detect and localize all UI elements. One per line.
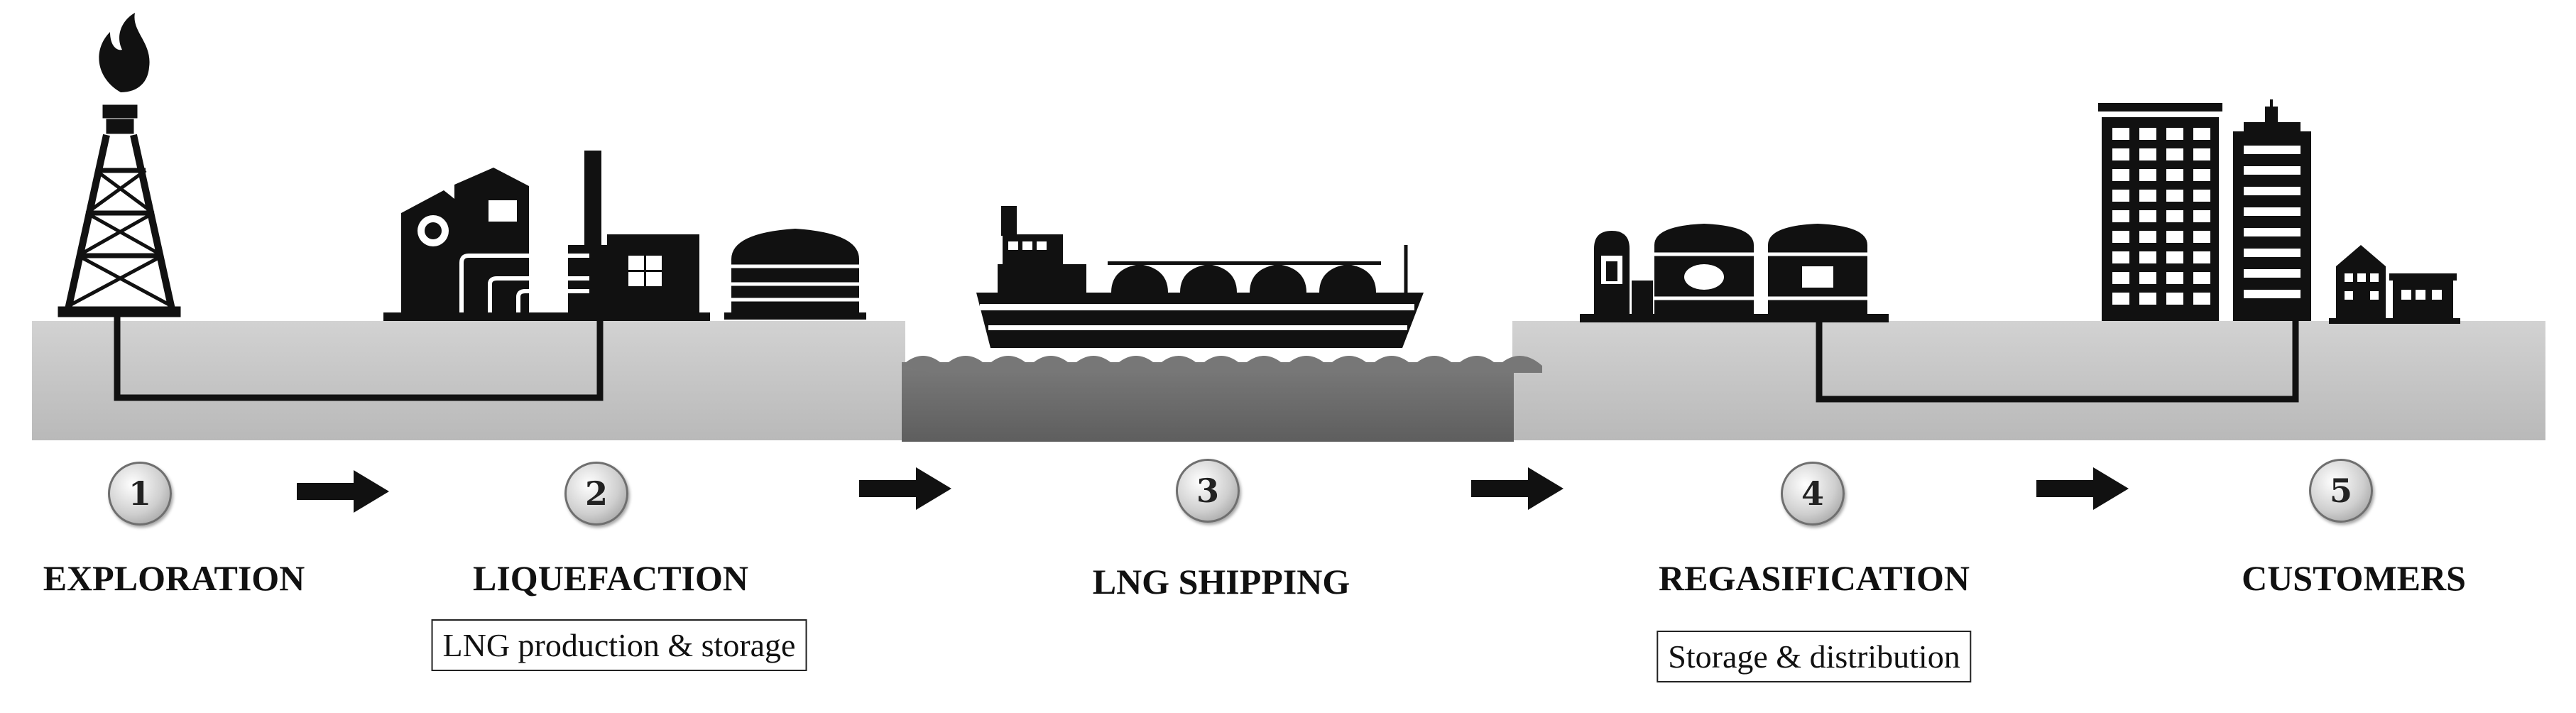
- pipeline-right: [1816, 321, 2299, 403]
- stage-label-exploration: EXPLORATION: [43, 558, 305, 598]
- tower-window-strip: [2244, 207, 2301, 216]
- office-window: [2166, 251, 2183, 263]
- office-window: [2112, 148, 2129, 160]
- office-window: [2112, 210, 2129, 222]
- office-window: [2193, 148, 2210, 160]
- arrow-icon: [2036, 467, 2129, 510]
- office-window: [2139, 148, 2156, 160]
- office-window: [2166, 293, 2183, 305]
- office-window: [2193, 293, 2210, 305]
- office-window: [2193, 251, 2210, 263]
- office-window: [2166, 169, 2183, 181]
- tower-window-strip: [2244, 146, 2301, 154]
- office-window: [2166, 231, 2183, 243]
- stage-number-5: 5: [2309, 459, 2373, 523]
- tower-window-strip: [2244, 228, 2301, 236]
- office-window: [2112, 293, 2129, 305]
- sea: [902, 356, 1542, 442]
- office-window: [2166, 128, 2183, 140]
- storage-tank-icon: [724, 229, 866, 320]
- office-window: [2193, 210, 2210, 222]
- office-window: [2112, 231, 2129, 243]
- office-window: [2139, 231, 2156, 243]
- liquefaction-subtitle-box: LNG production & storage: [431, 619, 807, 671]
- ground-left: [32, 321, 905, 440]
- office-window: [2139, 272, 2156, 284]
- regasification-subtitle-box: Storage & distribution: [1657, 631, 1972, 682]
- stage-number-3: 3: [1176, 459, 1240, 523]
- office-window: [2139, 251, 2156, 263]
- office-window: [2193, 272, 2210, 284]
- office-window: [2193, 231, 2210, 243]
- arrow-icon: [859, 467, 951, 510]
- office-window: [2112, 128, 2129, 140]
- office-window: [2166, 272, 2183, 284]
- arrow-icon: [1471, 467, 1563, 510]
- stage-label-lng-shipping: LNG SHIPPING: [1092, 562, 1350, 602]
- tower-window-strip: [2244, 166, 2301, 175]
- liquefaction-plant-icon: [383, 151, 710, 321]
- tower-window-strip: [2244, 249, 2301, 257]
- pipeline-left: [114, 312, 604, 401]
- stage-number-1: 1: [108, 462, 172, 526]
- office-building-icon: [2098, 99, 2311, 321]
- office-window: [2139, 210, 2156, 222]
- office-window: [2112, 251, 2129, 263]
- stage-label-liquefaction: LIQUEFACTION: [472, 558, 749, 598]
- drilling-rig-icon: [58, 104, 181, 317]
- lng-carrier-icon: [976, 206, 1424, 348]
- office-window: [2139, 128, 2156, 140]
- stage-number-2: 2: [564, 462, 628, 526]
- office-window: [2193, 190, 2210, 202]
- tower-window-strip: [2244, 187, 2301, 195]
- ground-right: [1512, 321, 2545, 440]
- tower-window-strip: [2244, 269, 2301, 278]
- office-window: [2112, 190, 2129, 202]
- office-window: [2139, 293, 2156, 305]
- office-window: [2193, 169, 2210, 181]
- flame-icon: [99, 13, 150, 92]
- stage-label-regasification: REGASIFICATION: [1658, 558, 1970, 598]
- office-window: [2193, 128, 2210, 140]
- office-window: [2112, 272, 2129, 284]
- office-window: [2112, 169, 2129, 181]
- office-window: [2166, 148, 2183, 160]
- tower-window-strip: [2244, 290, 2301, 298]
- house-icon: [2329, 245, 2460, 324]
- stage-label-customers: CUSTOMERS: [2242, 558, 2466, 598]
- office-window: [2166, 190, 2183, 202]
- office-window: [2139, 190, 2156, 202]
- stage-number-4: 4: [1781, 462, 1845, 526]
- regas-terminal-icon: [1580, 224, 1889, 322]
- office-window: [2139, 169, 2156, 181]
- office-window: [2166, 210, 2183, 222]
- arrow-icon: [297, 470, 389, 513]
